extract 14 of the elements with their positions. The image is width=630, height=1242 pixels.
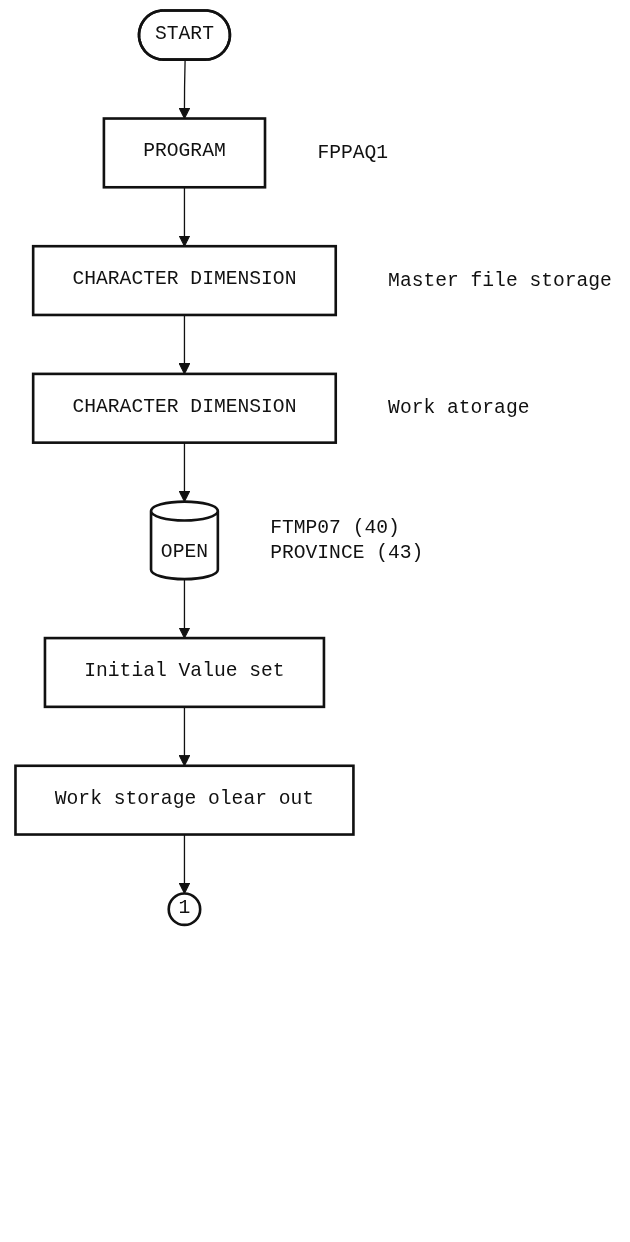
arrow	[178, 442, 191, 503]
node-box	[31, 372, 338, 444]
node-box	[43, 636, 326, 709]
flowchart-drawing: START PROGRAM CHARACTER DIMENSION CHARACTER DIMENSION OPEN Initial Value set Work storage olear out 1 FPPAQ1 Master file storage Work atorage FTMP07 (40) PROVINCE (43)	[5, 0, 625, 936]
node-box	[14, 764, 355, 836]
arrow	[178, 578, 191, 639]
side-note: Work atorage	[388, 397, 530, 420]
side-note: FPPAQ1	[317, 142, 389, 165]
side-note: FTMP07 (40)	[270, 517, 400, 540]
side-note: Master file storage	[388, 269, 612, 292]
node-circle	[167, 892, 202, 927]
node-box	[31, 244, 338, 317]
side-note: PROVINCE (43)	[270, 542, 424, 564]
node-box	[102, 117, 267, 189]
